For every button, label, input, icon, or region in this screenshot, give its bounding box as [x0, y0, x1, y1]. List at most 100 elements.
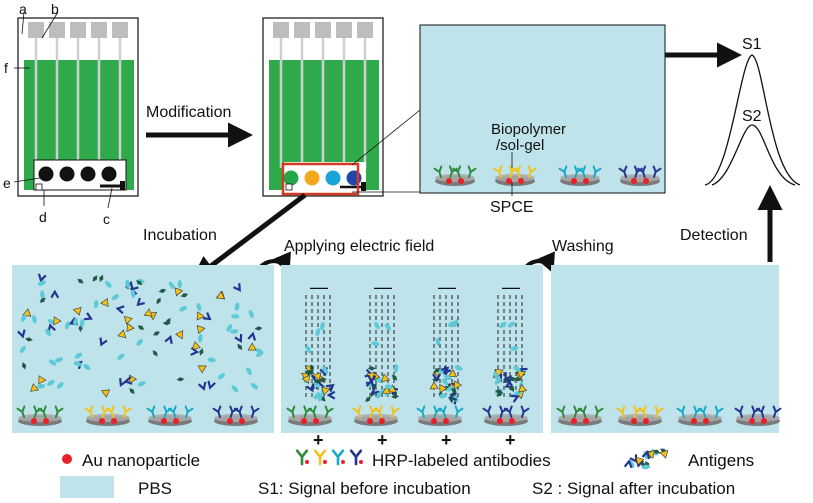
au-nanoparticle — [761, 418, 767, 424]
antigen — [136, 280, 143, 286]
hrp-antibody — [72, 306, 82, 316]
pbs-swatch — [60, 476, 114, 498]
au-nanoparticle — [643, 178, 649, 184]
au-nanoparticle — [703, 418, 709, 424]
contact-pad — [357, 22, 373, 38]
applying-field-label: Applying electric field — [284, 238, 434, 255]
antigen — [441, 378, 449, 386]
plus-sign: + — [505, 430, 516, 450]
reference-electrode — [35, 183, 43, 191]
sol-gel-layer — [288, 414, 332, 422]
antigen — [494, 389, 503, 394]
antigen — [304, 370, 312, 375]
antigen — [129, 388, 135, 395]
antigen — [74, 352, 83, 359]
hrp-antibody — [439, 384, 448, 394]
hrp-antibody — [516, 370, 527, 379]
antibody — [307, 405, 317, 418]
antigen — [320, 321, 325, 331]
antibody — [676, 405, 686, 418]
plus-sign: + — [441, 430, 452, 450]
hrp-antibody — [381, 385, 391, 395]
antibody — [146, 405, 156, 418]
contact-pad — [336, 22, 352, 38]
antibody — [313, 449, 327, 466]
antigen — [313, 392, 321, 400]
antigen — [56, 382, 64, 389]
antigen — [111, 294, 120, 301]
hrp-antibody — [197, 381, 207, 391]
reference-electrode — [285, 183, 293, 191]
sol-gel-layer — [418, 414, 462, 422]
antibody — [616, 405, 626, 418]
antibody — [618, 165, 628, 178]
hrp-antibody — [17, 329, 26, 339]
hrp-antibody — [119, 378, 128, 388]
panel-electrodes — [16, 405, 782, 426]
antigen — [250, 383, 258, 390]
hrp-antibody — [117, 329, 127, 339]
antibody — [467, 165, 477, 178]
antigen — [254, 326, 263, 331]
antibody — [373, 405, 383, 418]
antibody — [734, 405, 744, 418]
working-electrode — [283, 170, 299, 186]
antibody — [556, 405, 566, 418]
antigen — [510, 384, 515, 393]
hrp-antibody — [440, 366, 450, 376]
chip-contact-pads — [273, 22, 373, 38]
hrp-antibody — [53, 316, 62, 326]
modified-electrodes — [283, 170, 362, 186]
au-nanoparticle — [431, 418, 437, 424]
hrp-antibody — [301, 374, 310, 384]
antibody — [594, 405, 604, 418]
antigen — [198, 334, 203, 343]
hrp-antibody — [629, 454, 638, 464]
antigen — [48, 359, 57, 366]
antigen — [130, 289, 136, 298]
antibody — [558, 165, 568, 178]
legend-au-label: Au nanoparticle — [82, 451, 200, 470]
sensor-chip-modified — [262, 17, 384, 197]
antigen — [384, 323, 392, 331]
concentrated-molecules — [301, 319, 528, 405]
au-nanoparticle — [367, 418, 373, 424]
legend: Au nanoparticle HRP-labeled antibodies A… — [60, 448, 754, 498]
antibody — [452, 165, 462, 178]
antigen — [246, 367, 252, 376]
detection-label: Detection — [680, 227, 748, 244]
antigen — [73, 317, 78, 326]
hrp-antibody — [659, 449, 669, 459]
antibody — [286, 405, 296, 418]
hrp-antibody — [367, 374, 377, 384]
au-nanoparticle — [631, 178, 637, 184]
sol-gel-layer — [18, 414, 62, 422]
zoom-panel: Biopolymer /sol-gel SPCE — [419, 24, 666, 216]
counter-electrode-tip — [361, 182, 366, 191]
antigen — [443, 374, 452, 381]
hrp-label — [305, 460, 309, 464]
au-nanoparticle — [571, 418, 577, 424]
legend-s2-label: S2 : Signal after incubation — [532, 479, 735, 498]
zoom-panel-pbs — [419, 24, 666, 194]
label-b: b — [51, 1, 59, 17]
antigen — [196, 302, 202, 312]
hrp-antibody — [326, 390, 336, 400]
working-electrode — [59, 166, 75, 182]
antigen — [322, 366, 329, 374]
au-nanoparticle — [509, 418, 515, 424]
antigen — [176, 377, 185, 382]
antigen-cluster-icon — [623, 448, 669, 470]
legend-pbs-label: PBS — [138, 479, 172, 498]
antigen — [513, 377, 522, 382]
plus-sign: + — [377, 430, 388, 450]
antigen — [36, 383, 46, 389]
antibody — [331, 449, 345, 466]
antigen — [152, 331, 161, 336]
antigen — [117, 353, 125, 360]
hrp-antibody — [175, 330, 184, 340]
hrp-antibody — [126, 322, 135, 332]
antigen — [234, 302, 240, 311]
antigen — [25, 337, 33, 342]
hrp-antibody — [30, 383, 40, 392]
